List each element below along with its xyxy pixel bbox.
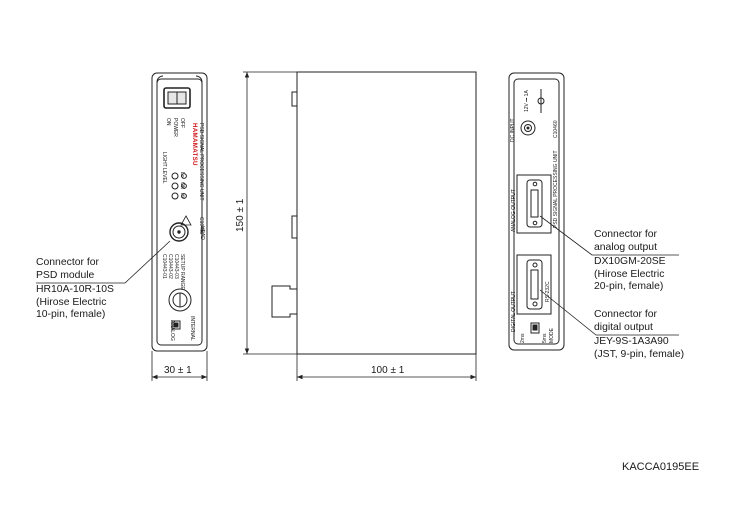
label-model: C10460	[198, 217, 204, 235]
label-level-hi: Hi	[179, 193, 185, 198]
label-analog-output: ANALOG OUTPUT	[511, 189, 517, 232]
digital-output-connector	[516, 254, 552, 315]
brand-logo: HAMAMATSU	[191, 123, 198, 166]
led-ok	[171, 182, 179, 190]
label-on: ON	[165, 118, 171, 126]
label-rear-model: C10460	[553, 120, 559, 138]
rear-panel-labels: DC INPUT 12V ⎓ 1A PSD SIGNAL PROCESSING …	[510, 90, 559, 343]
dim-depth-text: 100 ± 1	[371, 365, 405, 376]
mode-slide-switch	[530, 322, 540, 334]
leader-psd	[36, 240, 171, 284]
callout-analog-line-2: analog output	[594, 241, 657, 253]
side-connector-stub	[271, 285, 297, 318]
led-hi	[171, 192, 179, 200]
label-digital-output: DIGITAL OUTPUT	[511, 291, 517, 332]
front-view	[151, 72, 208, 352]
callout-analog-line-5: 20-pin, female)	[594, 281, 664, 293]
callout-psd-module: Connector for PSD module HR10A-10R-10S (…	[36, 257, 114, 322]
callout-analog-line-1: Connector for	[594, 229, 657, 240]
front-panel-outline	[151, 72, 208, 352]
label-compatible-3: C10443-03	[173, 254, 179, 279]
callout-psd-line-2: PSD module	[36, 269, 95, 281]
label-power: POWER	[172, 118, 178, 137]
mode-switch	[171, 320, 181, 330]
power-switch	[163, 87, 191, 109]
callout-analog-output: Connector for analog output DX10GM-20SE …	[594, 229, 666, 294]
label-compatible-1: C10443-01	[161, 254, 167, 279]
label-level-lo: Lo	[179, 172, 185, 178]
leader-analog	[539, 215, 679, 256]
leader-digital	[539, 289, 679, 336]
side-body	[296, 71, 477, 355]
label-compatible-2: C10443-02	[167, 254, 173, 279]
leader-lines	[36, 215, 679, 336]
label-setup-range: SETUP RANGE	[179, 254, 185, 290]
callout-digital-line-1: Connector for	[594, 309, 657, 320]
label-head: HEAD	[199, 226, 205, 240]
rear-panel-outline	[508, 72, 565, 351]
label-level-ok: OK	[179, 182, 185, 190]
callout-analog-line-4: (Hirose Electric	[594, 268, 665, 280]
document-id: KACCA0195EE	[622, 461, 700, 473]
callout-psd-line-3: HR10A-10R-10S	[36, 284, 114, 296]
callout-psd-line-1: Connector for	[36, 257, 99, 268]
label-2ms: 2ms	[520, 333, 526, 343]
callout-digital-line-4: (JST, 9-pin, female)	[594, 348, 685, 360]
label-dc-input: DC INPUT	[510, 118, 516, 142]
label-product-name: PSD SIGNAL PROCESSING UNIT	[198, 123, 204, 201]
label-rating: 12V ⎓ 1A	[524, 90, 530, 112]
label-internal: INTERNAL	[189, 316, 195, 341]
label-light-level: LIGHT LEVEL	[161, 152, 167, 184]
callout-digital-line-3: JEY-9S-1A3A90	[594, 336, 669, 348]
setup-dial	[168, 288, 192, 312]
side-view	[271, 71, 477, 355]
analog-output-connector	[516, 174, 552, 234]
callout-digital-output: Connector for digital output JEY-9S-1A3A…	[594, 309, 684, 361]
dimension-lines	[151, 71, 477, 381]
label-5ms: 5ms	[542, 333, 548, 343]
label-off: OFF	[179, 118, 185, 128]
rear-panel-inner	[513, 78, 560, 345]
rear-view	[508, 72, 565, 351]
dim-width-text: 30 ± 1	[164, 365, 192, 376]
led-lo	[171, 172, 179, 180]
callout-digital-line-2: digital output	[594, 321, 653, 333]
label-mode: MODE	[549, 327, 555, 343]
psd-connector	[169, 222, 189, 242]
label-analog: ANALOG	[169, 320, 175, 341]
dim-height-text: 150 ± 1	[235, 198, 246, 232]
callout-psd-line-5: 10-pin, female)	[36, 309, 106, 321]
callout-analog-line-3: DX10GM-20SE	[594, 256, 666, 268]
front-panel-inner	[156, 78, 203, 346]
callout-psd-line-4: (Hirose Electric	[36, 296, 107, 308]
front-panel-labels: ON POWER OFF HAMAMATSU PSD SIGNAL PROCES…	[161, 118, 205, 341]
label-rs232c: RS-232C	[545, 281, 551, 302]
dc-jack	[520, 120, 536, 136]
label-rear-product-name: PSD SIGNAL PROCESSING UNIT	[553, 150, 559, 228]
